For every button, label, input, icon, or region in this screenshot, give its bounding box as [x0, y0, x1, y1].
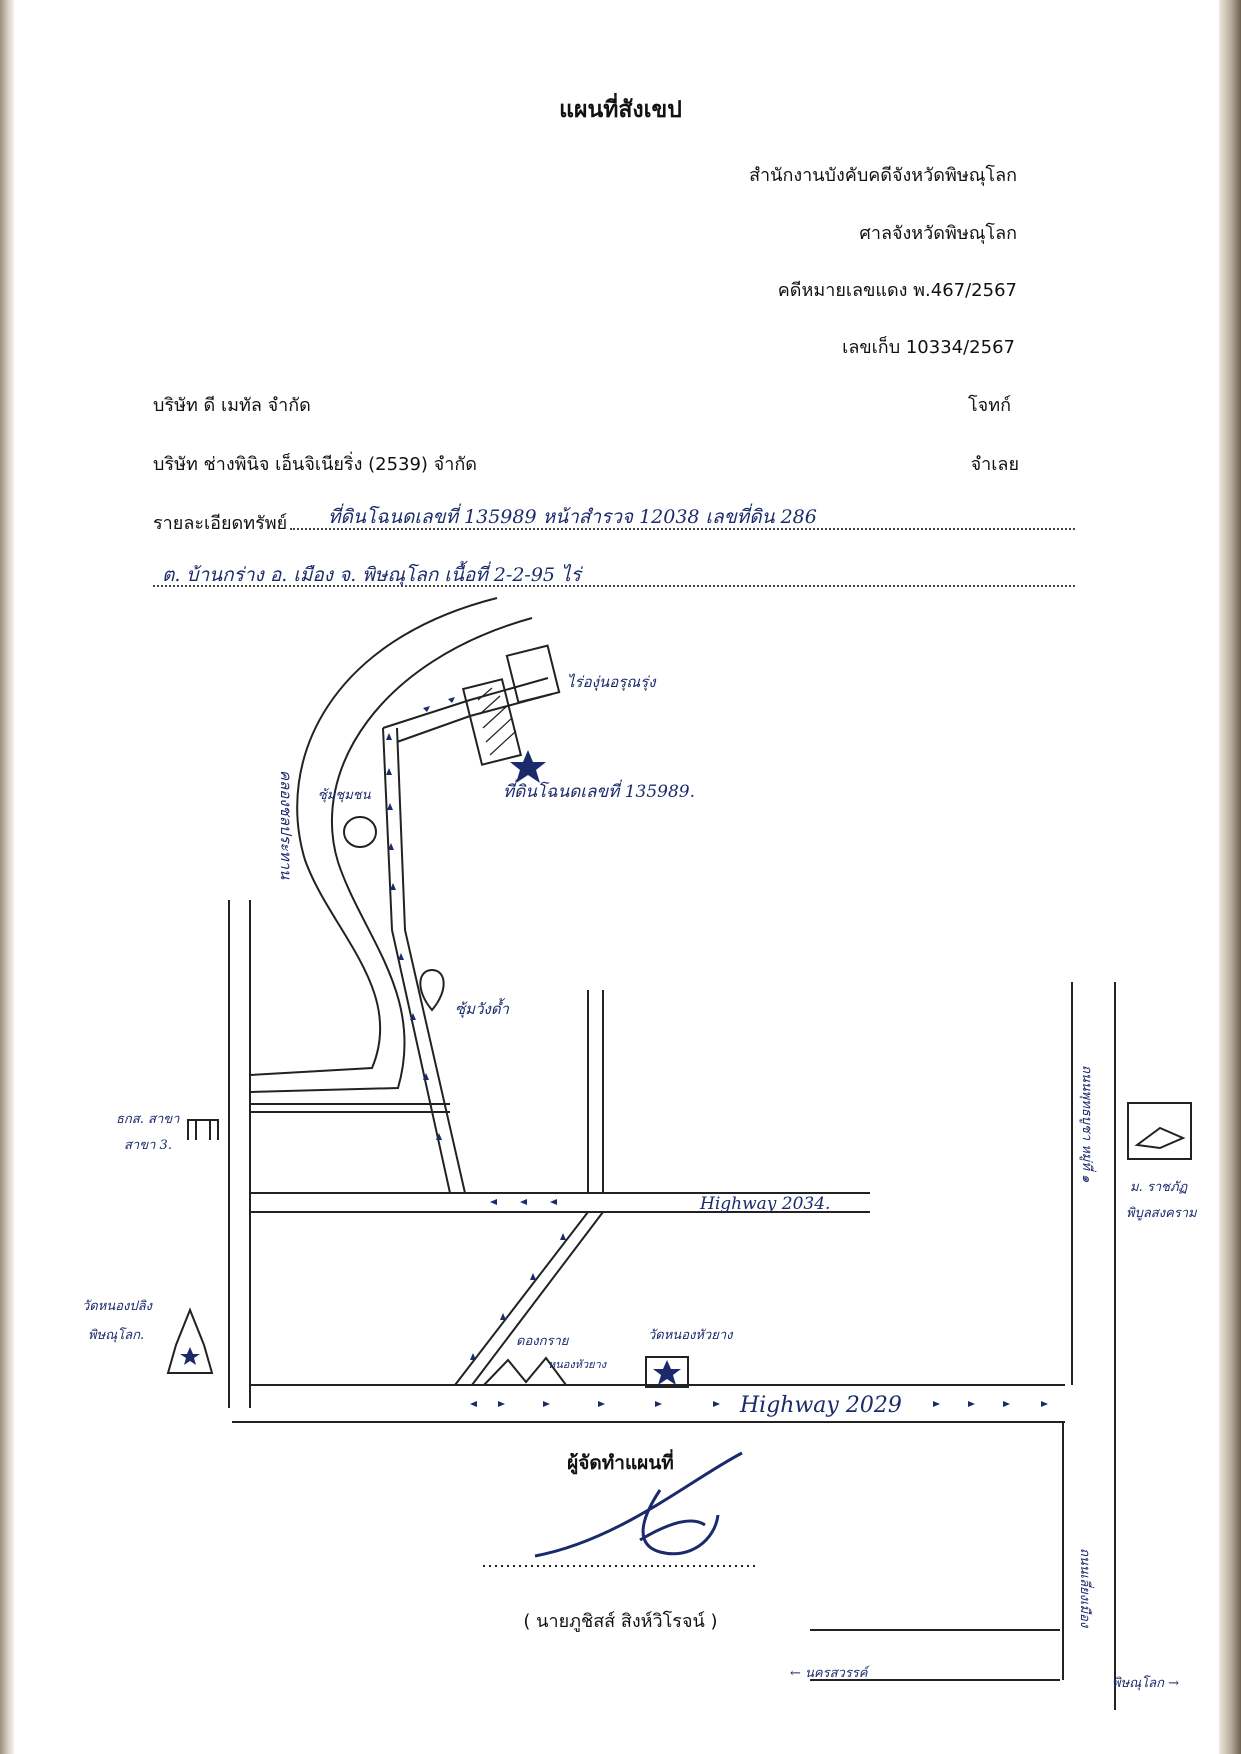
court-name: ศาลจังหวัดพิษณุโลก: [859, 223, 1017, 244]
temple-plai-label-1: วัดหนองปลิง: [82, 1299, 152, 1314]
land-parcel: [461, 678, 523, 766]
bank-icon: [187, 1119, 219, 1140]
arrow-nakhonsawan: ← นครสวรรค์: [790, 1666, 868, 1681]
arrow-phitsanulok: พิษณุโลก →: [1112, 1676, 1180, 1691]
property-line-1: ที่ดินโฉนดเลขที่ 135989 หน้าสำรวจ 12038 …: [328, 506, 817, 528]
route-road-a: [382, 727, 451, 1194]
scan-edge-left: [0, 0, 14, 1754]
vineyard-label: ไร่องุ่นอรุณรุ่ง: [567, 673, 656, 691]
diagonal-road-a: [454, 1211, 589, 1386]
temple-star-icon: [653, 1360, 681, 1385]
temple-box: [645, 1356, 689, 1388]
land-hatching: [477, 687, 517, 756]
access-road-a: [382, 677, 549, 729]
university-icon: [1134, 1126, 1186, 1150]
dotted-line-1: [290, 528, 1075, 530]
vineyard-block: [505, 644, 561, 704]
page-title: แผนที่สังเขป: [559, 97, 682, 123]
mountain-sub-label: หนองหัวยาง: [548, 1358, 607, 1371]
signature-stroke: [534, 1451, 743, 1558]
defendant-name: บริษัท ช่างพินิจ เอ็นจิเนียริ่ง (2539) จ…: [153, 454, 477, 475]
community-gate-label: ซุ้มชุมชน: [318, 788, 371, 803]
map-maker-label: ผู้จัดทำแผนที่: [567, 1452, 674, 1474]
office-name: สำนักงานบังคับคดีจังหวัดพิษณุโลก: [749, 165, 1017, 186]
markers: [180, 750, 681, 1385]
pagoda-icon: [166, 1307, 214, 1374]
highway-2034-label: Highway 2034.: [700, 1194, 831, 1214]
signer-name: ( นายภูชิสส์ สิงห์วิโรจน์ ): [523, 1611, 718, 1632]
canal-edge-inner: [249, 617, 533, 1093]
case-number: คดีหมายเลขแดง พ.467/2567: [777, 280, 1017, 301]
plaintiff-role: โจทก์: [968, 395, 1011, 416]
canal-label: คลองชลประทาน: [277, 770, 295, 880]
dotted-line-2: [153, 585, 1075, 587]
temple-hua-yang-label: วัดหนองหัวยาง: [648, 1328, 733, 1343]
highway-2029-label: Highway 2029: [740, 1393, 902, 1418]
mountain-icon: [483, 1356, 567, 1386]
university-label-1: ม. ราชภัฏ: [1130, 1180, 1188, 1195]
land-star-icon: [510, 750, 546, 783]
diagonal-road-b: [471, 1211, 604, 1386]
canal-edge-outer: [249, 597, 498, 1076]
wangdam-gate-icon: [419, 968, 445, 1012]
paper: [14, 50, 1219, 1710]
temple-plai-label-2: พิษณุโลก.: [88, 1328, 145, 1343]
land-label: ที่ดินโฉนดเลขที่ 135989.: [503, 782, 695, 802]
property-label: รายละเอียดทรัพย์: [153, 513, 288, 534]
scan-edge-right: [1219, 0, 1241, 1754]
route-arrows: [386, 697, 1048, 1407]
university-label-2: พิบูลสงคราม: [1126, 1206, 1197, 1221]
bank-label-1: ธกส. สาขา: [116, 1112, 180, 1127]
plaintiff-name: บริษัท ดี เมทัล จำกัด: [153, 395, 311, 416]
pagoda-star-icon: [180, 1347, 200, 1365]
bank-label-2: สาขา 3.: [124, 1138, 172, 1153]
wangdam-gate-label: ซุ้มวังด้ำ: [455, 1000, 509, 1018]
community-gate-icon: [343, 816, 377, 848]
property-line-2: ต. บ้านกร่าง อ. เมือง จ. พิษณุโลก เนื้อท…: [162, 564, 581, 586]
university-box: [1127, 1102, 1192, 1160]
mountain-label: ดองกราย: [516, 1334, 569, 1349]
road-side-label: ถนนพุทธบูชา หมู่ที่ ๑: [1079, 1065, 1094, 1183]
defendant-role: จำเลย: [970, 454, 1019, 475]
file-number: เลขเก็บ 10334/2567: [842, 337, 1015, 358]
